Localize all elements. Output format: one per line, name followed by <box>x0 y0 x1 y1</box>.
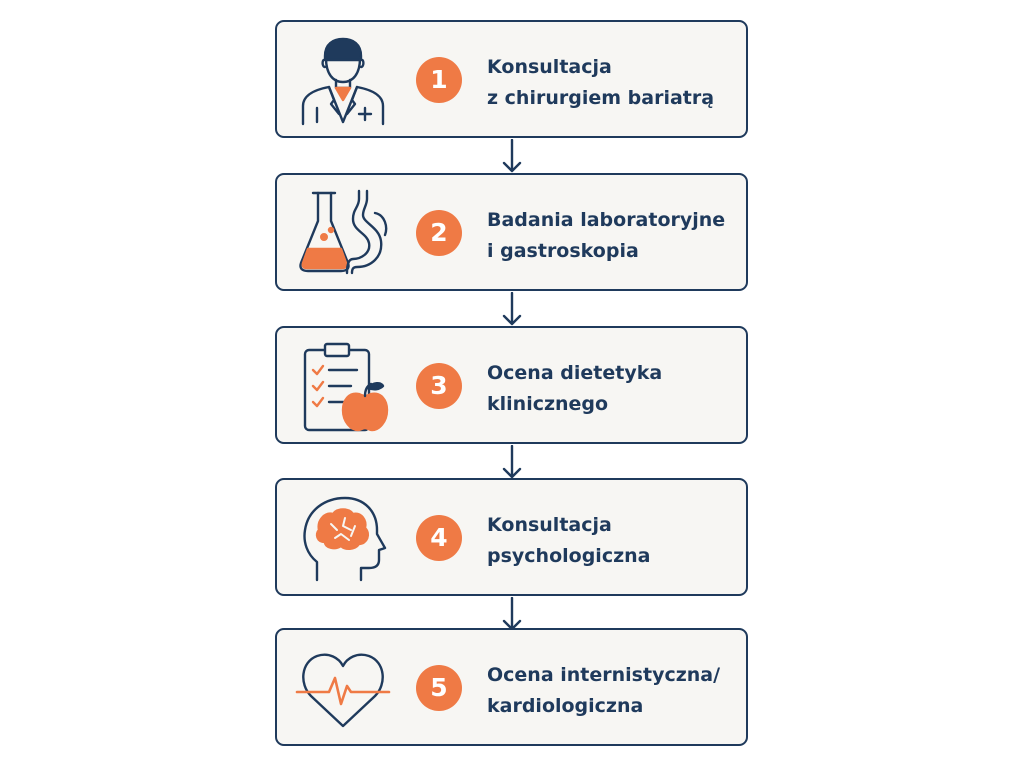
lab-flask-stomach-icon <box>295 187 391 279</box>
step-label-line-2: psychologiczna <box>487 545 651 567</box>
connector-arrow-3-4 <box>500 445 524 479</box>
step-card-2: 2 Badania laboratoryjne i gastroskopia <box>275 173 748 291</box>
step-label: Konsultacja z chirurgiem bariatrą <box>487 52 747 114</box>
connector-arrow-2-3 <box>500 292 524 326</box>
step-label: Ocena internistyczna/ kardiologiczna <box>487 660 747 722</box>
step-label-line-2: kardiologiczna <box>487 695 644 717</box>
step-label: Konsultacja psychologiczna <box>487 510 747 572</box>
step-card-4: 4 Konsultacja psychologiczna <box>275 478 748 596</box>
step-label: Ocena dietetyka klinicznego <box>487 358 747 420</box>
step-number-badge: 2 <box>416 210 462 256</box>
clipboard-apple-icon <box>295 340 391 432</box>
step-label-line-1: Ocena dietetyka <box>487 362 663 384</box>
step-label-line-2: z chirurgiem bariatrą <box>487 87 715 109</box>
step-card-3: 3 Ocena dietetyka klinicznego <box>275 326 748 444</box>
heart-pulse-icon <box>295 642 391 734</box>
step-number-badge: 4 <box>416 515 462 561</box>
doctor-icon <box>295 34 391 126</box>
head-brain-icon <box>295 492 391 584</box>
step-number-badge: 3 <box>416 363 462 409</box>
step-label-line-1: Badania laboratoryjne <box>487 209 726 231</box>
step-card-5: 5 Ocena internistyczna/ kardiologiczna <box>275 628 748 746</box>
step-label-line-1: Ocena internistyczna/ <box>487 664 721 686</box>
step-label: Badania laboratoryjne i gastroskopia <box>487 205 747 267</box>
step-label-line-2: klinicznego <box>487 393 609 415</box>
step-number-badge: 1 <box>416 57 462 103</box>
connector-arrow-4-5 <box>500 597 524 631</box>
step-label-line-1: Konsultacja <box>487 514 612 536</box>
step-label-line-2: i gastroskopia <box>487 240 639 262</box>
step-card-1: 1 Konsultacja z chirurgiem bariatrą <box>275 20 748 138</box>
step-number-badge: 5 <box>416 665 462 711</box>
step-label-line-1: Konsultacja <box>487 56 612 78</box>
connector-arrow-1-2 <box>500 139 524 173</box>
